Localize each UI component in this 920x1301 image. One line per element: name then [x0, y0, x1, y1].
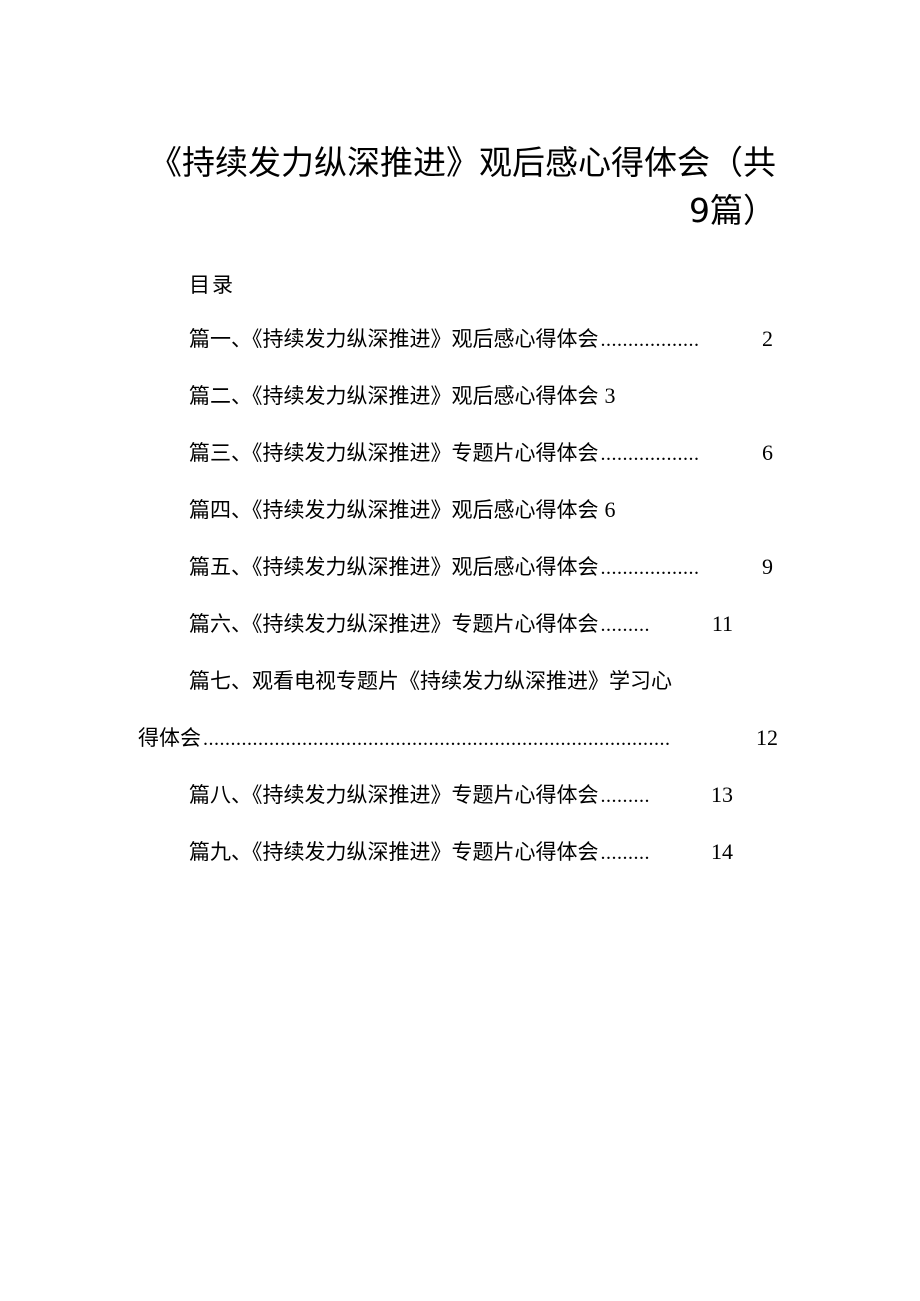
toc-page-number: 12	[756, 725, 778, 750]
toc-entry-text: 得体会	[138, 726, 201, 750]
toc-heading: 目录	[189, 273, 235, 297]
toc-page-number: 14	[711, 839, 733, 864]
toc-entry-7[interactable]: 篇七、观看电视专题片《持续发力纵深推进》学习心	[189, 666, 672, 696]
toc-entry-6[interactable]: 篇六、《持续发力纵深推进》专题片心得体会 ......... 11	[189, 609, 733, 640]
toc-page-number: 3	[604, 383, 616, 408]
toc-entry-text: 篇八、《持续发力纵深推进》专题片心得体会	[189, 783, 599, 807]
toc-page-number: 6	[762, 440, 773, 465]
toc-page-number: 11	[711, 611, 733, 636]
toc-entry-text: 篇四、《持续发力纵深推进》观后感心得体会	[189, 498, 599, 522]
toc-page-number: 2	[762, 326, 773, 351]
toc-entry-text: 篇二、《持续发力纵深推进》观后感心得体会	[189, 384, 599, 408]
toc-entry-text: 篇六、《持续发力纵深推进》专题片心得体会	[189, 612, 599, 636]
toc-leader-dots: ..................	[600, 329, 700, 351]
toc-entry-text: 篇五、《持续发力纵深推进》观后感心得体会	[189, 555, 599, 579]
toc-entry-2[interactable]: 篇二、《持续发力纵深推进》观后感心得体会 3	[189, 381, 616, 411]
document-title-line-2: 9篇）	[689, 191, 776, 230]
toc-entry-text: 篇七、观看电视专题片《持续发力纵深推进》学习心	[189, 669, 672, 693]
toc-entry-4[interactable]: 篇四、《持续发力纵深推进》观后感心得体会 6	[189, 495, 616, 525]
toc-entry-5[interactable]: 篇五、《持续发力纵深推进》观后感心得体会 .................. …	[189, 552, 773, 583]
toc-entry-text: 篇一、《持续发力纵深推进》观后感心得体会	[189, 327, 599, 351]
toc-leader-dots: ..................	[600, 443, 700, 465]
toc-page-number: 9	[762, 554, 773, 579]
toc-entry-text: 篇三、《持续发力纵深推进》专题片心得体会	[189, 441, 599, 465]
toc-leader-dots: ........................................…	[203, 728, 671, 750]
toc-entry-text: 篇九、《持续发力纵深推进》专题片心得体会	[189, 840, 599, 864]
toc-leader-dots: .........	[600, 785, 650, 807]
toc-leader-dots: .........	[600, 614, 650, 636]
toc-entry-1[interactable]: 篇一、《持续发力纵深推进》观后感心得体会 .................. …	[189, 324, 773, 355]
toc-leader-dots: .........	[600, 842, 650, 864]
toc-entry-9[interactable]: 篇九、《持续发力纵深推进》专题片心得体会 ......... 14	[189, 837, 733, 868]
document-title-line-1: 《持续发力纵深推进》观后感心得体会（共	[149, 143, 776, 182]
toc-entry-7-continued[interactable]: 得体会 ....................................…	[138, 723, 778, 754]
toc-page-number: 6	[604, 497, 616, 522]
toc-entry-8[interactable]: 篇八、《持续发力纵深推进》专题片心得体会 ......... 13	[189, 780, 733, 811]
toc-entry-3[interactable]: 篇三、《持续发力纵深推进》专题片心得体会 .................. …	[189, 438, 773, 469]
toc-page-number: 13	[711, 782, 733, 807]
toc-leader-dots: ..................	[600, 557, 700, 579]
